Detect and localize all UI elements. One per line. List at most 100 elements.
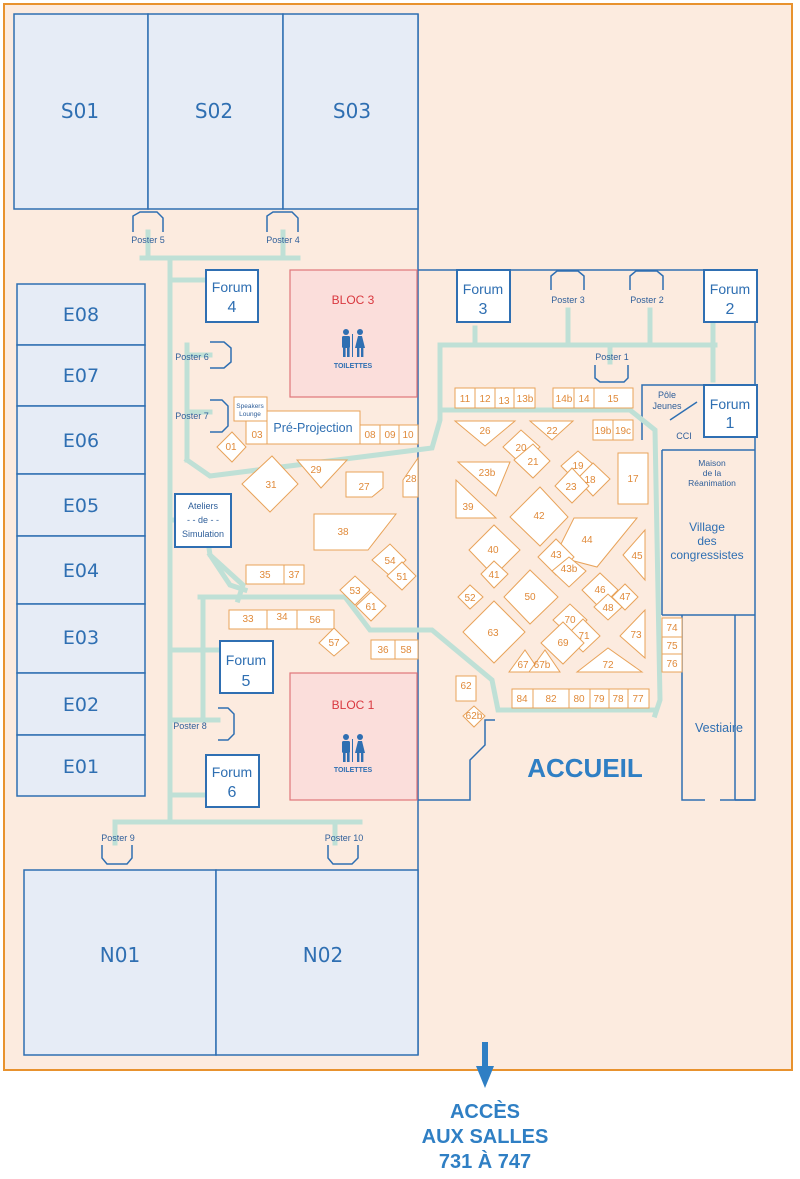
- booth-39[interactable]: 39: [462, 502, 474, 513]
- room-e05[interactable]: [16, 473, 146, 537]
- booth-56[interactable]: 56: [309, 615, 321, 626]
- maison-reanimation[interactable]: Maison de la Réanimation: [688, 458, 736, 488]
- booth-17[interactable]: 17: [627, 474, 639, 485]
- pre-projection[interactable]: Pré-Projection: [266, 410, 361, 445]
- booth-47[interactable]: 47: [619, 592, 631, 603]
- booth-77[interactable]: 77: [632, 694, 644, 705]
- room-e08[interactable]: [16, 283, 146, 346]
- booth-44[interactable]: 44: [581, 535, 593, 546]
- booth-80[interactable]: 80: [573, 694, 585, 705]
- forum-5[interactable]: Forum 5: [219, 640, 274, 694]
- booth-01[interactable]: 01: [225, 442, 237, 453]
- booth-76[interactable]: 76: [666, 659, 678, 670]
- booth-40[interactable]: 40: [487, 545, 499, 556]
- booth-14b[interactable]: 14b: [556, 394, 573, 405]
- booth-36[interactable]: 36: [377, 645, 389, 656]
- booth-18[interactable]: 18: [584, 475, 596, 486]
- room-n01[interactable]: [23, 869, 217, 1056]
- booth-67b[interactable]: 67b: [534, 660, 551, 671]
- room-s01[interactable]: [13, 13, 149, 210]
- booth-63[interactable]: 63: [487, 628, 499, 639]
- booth-62b[interactable]: 62b: [466, 711, 483, 722]
- booth-09[interactable]: 09: [384, 430, 396, 441]
- booth-71[interactable]: 71: [578, 631, 590, 642]
- booth-75[interactable]: 75: [666, 641, 678, 652]
- room-e06[interactable]: [16, 405, 146, 475]
- booth-82[interactable]: 82: [545, 694, 557, 705]
- booth-33[interactable]: 33: [242, 614, 254, 625]
- pole-jeunes[interactable]: Pôle Jeunes: [652, 390, 682, 411]
- forum-1[interactable]: Forum 1: [703, 384, 758, 438]
- booth-52[interactable]: 52: [464, 593, 476, 604]
- booth-34[interactable]: 34: [276, 612, 288, 623]
- booth-19c[interactable]: 19c: [615, 426, 631, 437]
- bloc-3[interactable]: BLOC 3 TOILETTES: [289, 269, 418, 398]
- booth-42[interactable]: 42: [533, 511, 545, 522]
- bloc-1[interactable]: BLOC 1 TOILETTES: [289, 672, 418, 801]
- forum-2[interactable]: Forum 2: [703, 269, 758, 323]
- room-s03[interactable]: [282, 13, 419, 210]
- forum-6[interactable]: Forum 6: [205, 754, 260, 808]
- room-s02[interactable]: [147, 13, 284, 210]
- booth-74[interactable]: 74: [666, 623, 678, 634]
- booth-50[interactable]: 50: [524, 592, 536, 603]
- speakers-lounge[interactable]: Speakers Lounge: [233, 396, 268, 422]
- forum-3[interactable]: Forum 3: [456, 269, 511, 323]
- booth-27[interactable]: 27: [358, 482, 370, 493]
- booth-03[interactable]: 03: [251, 430, 263, 441]
- booth-79[interactable]: 79: [593, 694, 605, 705]
- booth-31[interactable]: 31: [265, 480, 277, 491]
- booth-23[interactable]: 23: [565, 482, 577, 493]
- booth-70[interactable]: 70: [564, 615, 576, 626]
- booth-51[interactable]: 51: [396, 572, 408, 583]
- booth-53[interactable]: 53: [349, 586, 361, 597]
- vestiaire-label[interactable]: Vestiaire: [695, 721, 743, 735]
- village-congressistes[interactable]: Village des congressistes: [670, 520, 743, 562]
- booth-73[interactable]: 73: [630, 630, 642, 641]
- forum-4[interactable]: Forum 4: [205, 269, 259, 323]
- booth-08[interactable]: 08: [364, 430, 376, 441]
- booth-45[interactable]: 45: [631, 551, 643, 562]
- booth-78[interactable]: 78: [612, 694, 624, 705]
- booth-84[interactable]: 84: [516, 694, 528, 705]
- booth-22[interactable]: 22: [546, 426, 558, 437]
- booth-20[interactable]: 20: [515, 443, 527, 454]
- booth-11[interactable]: 11: [460, 394, 471, 405]
- booth-58[interactable]: 58: [400, 645, 412, 656]
- booth-12[interactable]: 12: [479, 394, 491, 405]
- booth-37[interactable]: 37: [288, 570, 300, 581]
- booth-69[interactable]: 69: [557, 638, 569, 649]
- booth-26[interactable]: 26: [479, 426, 491, 437]
- booth-14[interactable]: 14: [578, 394, 590, 405]
- booth-29[interactable]: 29: [310, 465, 322, 476]
- booth-15[interactable]: 15: [607, 394, 619, 405]
- booth-41[interactable]: 41: [488, 570, 500, 581]
- booth-19[interactable]: 19: [572, 461, 584, 472]
- booth-28[interactable]: 28: [405, 474, 417, 485]
- booth-19b[interactable]: 19b: [595, 426, 612, 437]
- booth-72[interactable]: 72: [602, 660, 614, 671]
- booth-21[interactable]: 21: [527, 457, 539, 468]
- booth-67[interactable]: 67: [517, 660, 529, 671]
- room-e01[interactable]: [16, 734, 146, 797]
- booth-35[interactable]: 35: [259, 570, 271, 581]
- booth-61[interactable]: 61: [365, 602, 377, 613]
- booth-38[interactable]: 38: [337, 527, 349, 538]
- booth-57[interactable]: 57: [328, 638, 340, 649]
- booth-13[interactable]: 13: [498, 396, 510, 407]
- booth-23b[interactable]: 23b: [479, 468, 496, 479]
- room-e03[interactable]: [16, 603, 146, 674]
- booth-48[interactable]: 48: [602, 603, 614, 614]
- booth-10[interactable]: 10: [402, 430, 414, 441]
- ateliers-simulation[interactable]: Ateliers - - de - - Simulation: [174, 493, 232, 548]
- booth-43[interactable]: 43: [550, 550, 562, 561]
- room-n02[interactable]: [215, 869, 419, 1056]
- room-e02[interactable]: [16, 672, 146, 736]
- booth-13b[interactable]: 13b: [517, 394, 534, 405]
- booth-62[interactable]: 62: [460, 681, 472, 692]
- booth-54[interactable]: 54: [384, 556, 396, 567]
- booth-46[interactable]: 46: [594, 585, 606, 596]
- booth-43b[interactable]: 43b: [561, 564, 578, 575]
- room-e07[interactable]: [16, 344, 146, 407]
- room-e04[interactable]: [16, 535, 146, 605]
